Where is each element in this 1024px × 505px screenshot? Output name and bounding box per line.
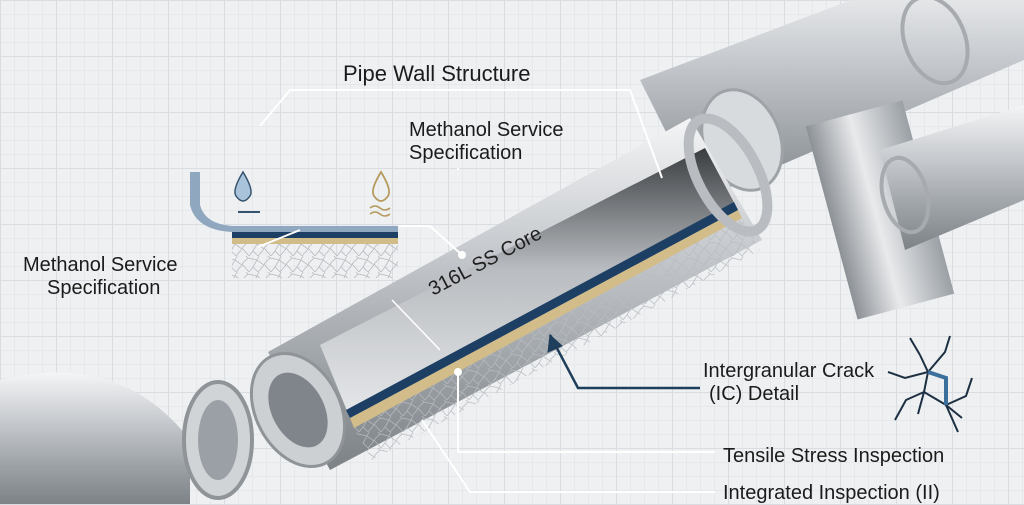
crack-detail-label: Intergranular Crack (IC) Detail (703, 360, 874, 406)
methanol-spec-left-line1: Methanol Service (23, 254, 178, 276)
diagram-title: Pipe Wall Structure (343, 61, 531, 86)
upper-pipe-network (640, 0, 1024, 320)
crack-detail-line2: (IC) Detail (709, 383, 800, 405)
leader-lines (257, 89, 715, 493)
main-pipe-cutaway (249, 113, 773, 470)
water-drop-icon (234, 170, 260, 213)
methanol-spec-top-line2: Specification (409, 142, 523, 164)
integrated-inspection-label: Integrated Inspection (II) (723, 482, 940, 504)
crack-icon (887, 335, 973, 433)
crack-detail-line1: Intergranular Crack (703, 360, 875, 382)
methanol-spec-top-line1: Methanol Service (409, 119, 564, 141)
methanol-spec-label-left: Methanol Service Specification (23, 254, 178, 300)
methanol-spec-label-top: Methanol Service Specification (409, 119, 564, 165)
water-drop-wave-icon (369, 170, 391, 217)
tensile-stress-label: Tensile Stress Inspection (723, 445, 945, 467)
wall-cross-section-inset (190, 172, 398, 278)
lower-left-elbow (0, 372, 254, 504)
methanol-spec-left-line2: Specification (47, 277, 161, 299)
